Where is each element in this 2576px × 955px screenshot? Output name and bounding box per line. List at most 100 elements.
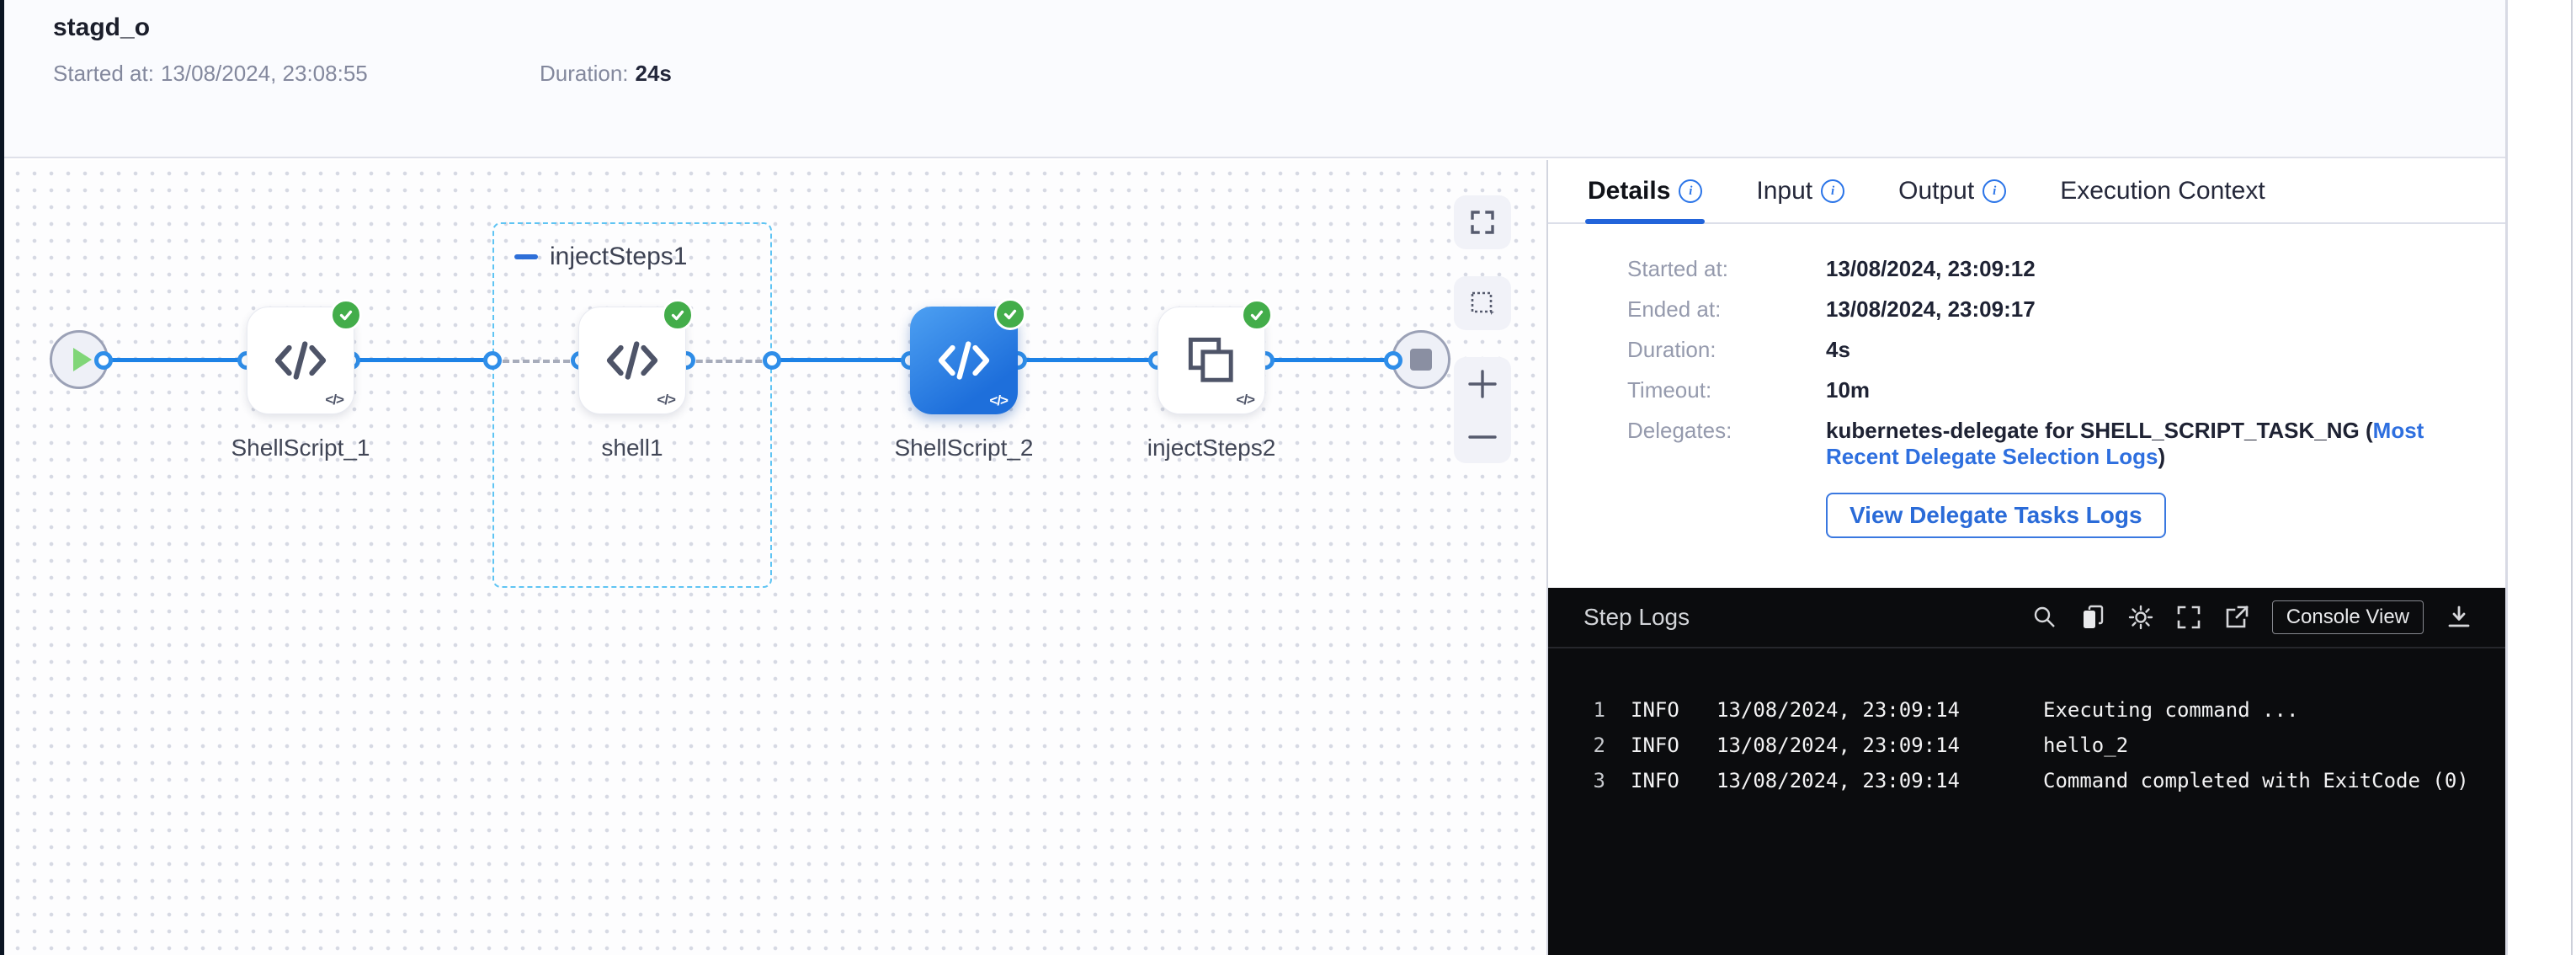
step-logs-header: Step Logs Console View	[1548, 588, 2505, 648]
connector-port	[94, 351, 113, 370]
pipeline-step-injectsteps2[interactable]: </> injectSteps2	[1147, 299, 1275, 461]
step-group-squares-icon	[1188, 337, 1233, 382]
canvas-fullscreen-button[interactable]	[1454, 195, 1511, 249]
log-message: Executing command ...	[2043, 698, 2299, 722]
success-check-icon	[1241, 299, 1273, 331]
connector-port	[1384, 351, 1402, 370]
console-view-button[interactable]: Console View	[2271, 600, 2424, 634]
pipeline-step-shellscript-1[interactable]: </> ShellScript_1	[232, 299, 370, 461]
log-line: 3 INFO 13/08/2024, 23:09:14 Command complet…	[1583, 763, 2505, 798]
tab-output[interactable]: Output i	[1896, 160, 2009, 222]
pipeline-step-shellscript-2-selected[interactable]: </> ShellScript_2	[895, 298, 1033, 461]
canvas-select-button[interactable]	[1454, 276, 1511, 330]
pipeline-step-shell1[interactable]: </> shell1	[578, 299, 694, 461]
stage-started-at: Started at:13/08/2024, 23:08:55	[53, 61, 368, 87]
expand-icon	[1471, 211, 1494, 234]
search-icon[interactable]	[2032, 605, 2057, 630]
details-section: Started at: 13/08/2024, 23:09:12 Ended a…	[1548, 224, 2505, 538]
zoom-out-button[interactable]	[1454, 413, 1511, 461]
detail-value: 13/08/2024, 23:09:17	[1826, 296, 2036, 322]
log-line-number: 1	[1593, 698, 1605, 722]
connector-edge	[772, 358, 910, 362]
info-icon[interactable]: i	[1983, 179, 2007, 203]
step-group-injectsteps1[interactable]: injectSteps1	[492, 222, 772, 588]
tab-label: Execution Context	[2060, 177, 2265, 205]
step-label[interactable]: injectSteps2	[1147, 435, 1276, 461]
log-level: INFO	[1631, 769, 1679, 792]
detail-row-delegates: Delegates: kubernetes-delegate for SHELL…	[1627, 418, 2472, 470]
step-card[interactable]: </>	[247, 299, 362, 414]
step-group-label[interactable]: injectSteps1	[550, 243, 688, 270]
connector-edge	[351, 358, 492, 362]
zoom-in-button[interactable]	[1454, 360, 1511, 408]
delegate-selection-logs-link[interactable]: Most Recent Delegate Selection Logs	[1826, 418, 2424, 469]
log-line-number: 3	[1593, 769, 1605, 792]
step-details-panel: Details i Input i Output i Execution Con…	[1548, 160, 2505, 955]
copy-icon[interactable]	[2080, 605, 2105, 630]
detail-label: Delegates:	[1627, 418, 1732, 443]
code-icon	[606, 341, 658, 380]
fullscreen-icon[interactable]	[2176, 605, 2201, 630]
detail-value: 10m	[1826, 377, 1871, 403]
stage-title: stagd_o	[53, 13, 151, 41]
stage-header: stagd_o Started at:13/08/2024, 23:08:55 …	[4, 0, 2505, 158]
connector-edge-dashed	[492, 360, 580, 363]
marquee-select-icon	[1471, 291, 1494, 315]
duration-label: Duration:	[540, 61, 629, 86]
pipeline-canvas[interactable]: injectSteps1	[4, 160, 1548, 955]
success-check-icon	[994, 298, 1026, 330]
delegates-value: kubernetes-delegate for SHELL_SCRIPT_TAS…	[1826, 418, 2472, 470]
duration-value: 24s	[635, 61, 672, 86]
connector-edge	[104, 358, 247, 362]
detail-row-ended: Ended at: 13/08/2024, 23:09:17	[1627, 296, 2472, 323]
code-icon	[938, 341, 990, 380]
detail-label: Started at:	[1627, 256, 1728, 281]
right-gutter	[2505, 0, 2576, 955]
tab-execution-context[interactable]: Execution Context	[2057, 160, 2267, 222]
detail-label: Ended at:	[1627, 296, 1722, 322]
minus-icon	[1468, 435, 1497, 439]
detail-row-duration: Duration: 4s	[1627, 337, 2472, 363]
detail-row-timeout: Timeout: 10m	[1627, 377, 2472, 403]
download-icon[interactable]	[2446, 605, 2472, 630]
stage-duration: Duration:24s	[540, 61, 672, 87]
started-value: 13/08/2024, 23:08:55	[160, 61, 368, 86]
step-card[interactable]: </>	[578, 299, 694, 414]
log-timestamp: 13/08/2024, 23:09:14	[1716, 769, 1960, 792]
play-icon	[72, 348, 92, 371]
log-timestamp: 13/08/2024, 23:09:14	[1716, 734, 1960, 757]
tab-label: Details	[1588, 177, 1671, 205]
step-label[interactable]: shell1	[601, 435, 663, 461]
collapse-group-icon[interactable]	[514, 254, 538, 259]
delegates-text-end: )	[2158, 444, 2166, 469]
info-icon[interactable]: i	[1821, 179, 1845, 203]
step-card-selected[interactable]: </>	[910, 298, 1026, 414]
info-icon[interactable]: i	[1679, 179, 1703, 203]
tab-details[interactable]: Details i	[1585, 160, 1706, 224]
connector-port	[763, 351, 781, 370]
view-delegate-tasks-logs-button[interactable]: View Delegate Tasks Logs	[1826, 493, 2166, 538]
shell-script-type-icon: </>	[989, 392, 1009, 408]
tab-label: Output	[1898, 177, 1975, 205]
external-link-icon[interactable]	[2224, 605, 2249, 630]
stop-icon	[1410, 349, 1432, 371]
step-logs-toolbar: Console View	[2032, 600, 2472, 634]
gear-icon[interactable]	[2128, 605, 2153, 630]
log-message: Command completed with ExitCode (0)	[2043, 769, 2469, 792]
step-label[interactable]: ShellScript_2	[894, 435, 1034, 461]
connector-edge	[1265, 358, 1393, 362]
step-card[interactable]: </>	[1158, 299, 1273, 414]
plus-icon	[1468, 369, 1497, 398]
log-message: hello_2	[2043, 734, 2129, 757]
canvas-zoom-controls	[1454, 357, 1511, 463]
success-check-icon	[662, 299, 694, 331]
tab-input[interactable]: Input i	[1754, 160, 1847, 222]
details-tab-bar: Details i Input i Output i Execution Con…	[1548, 160, 2505, 224]
log-timestamp: 13/08/2024, 23:09:14	[1716, 698, 1960, 722]
step-label[interactable]: ShellScript_1	[231, 435, 370, 461]
